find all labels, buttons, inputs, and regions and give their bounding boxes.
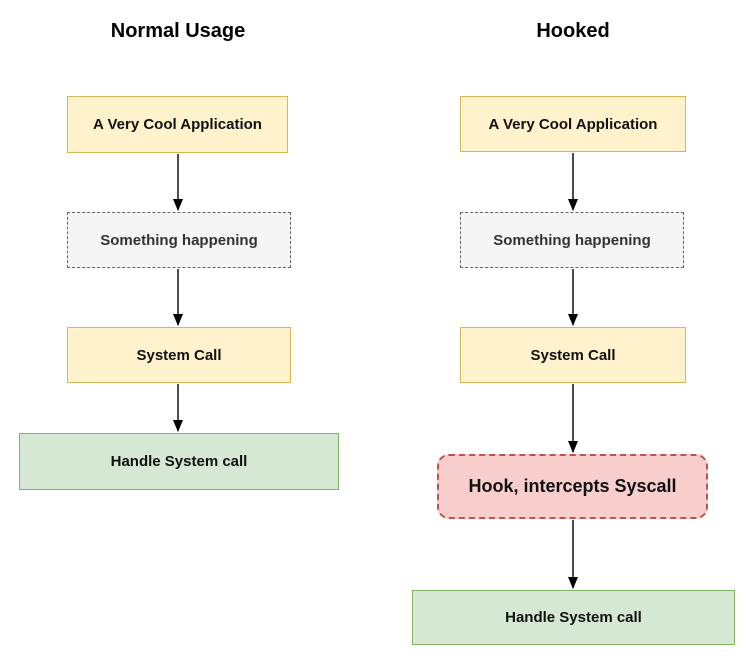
node-something-happening-hooked: Something happening: [460, 212, 684, 268]
node-system-call-hooked: System Call: [460, 327, 686, 383]
node-something-happening-normal: Something happening: [67, 212, 291, 268]
node-handle-system-call-hooked: Handle System call: [412, 590, 735, 645]
column-title-normal-usage: Normal Usage: [110, 20, 246, 42]
node-handle-system-call-normal: Handle System call: [19, 433, 339, 490]
node-application-normal: A Very Cool Application: [67, 96, 288, 153]
node-hook-intercepts-syscall: Hook, intercepts Syscall: [437, 454, 708, 519]
node-application-hooked: A Very Cool Application: [460, 96, 686, 152]
column-title-hooked: Hooked: [536, 20, 610, 42]
node-system-call-normal: System Call: [67, 327, 291, 383]
